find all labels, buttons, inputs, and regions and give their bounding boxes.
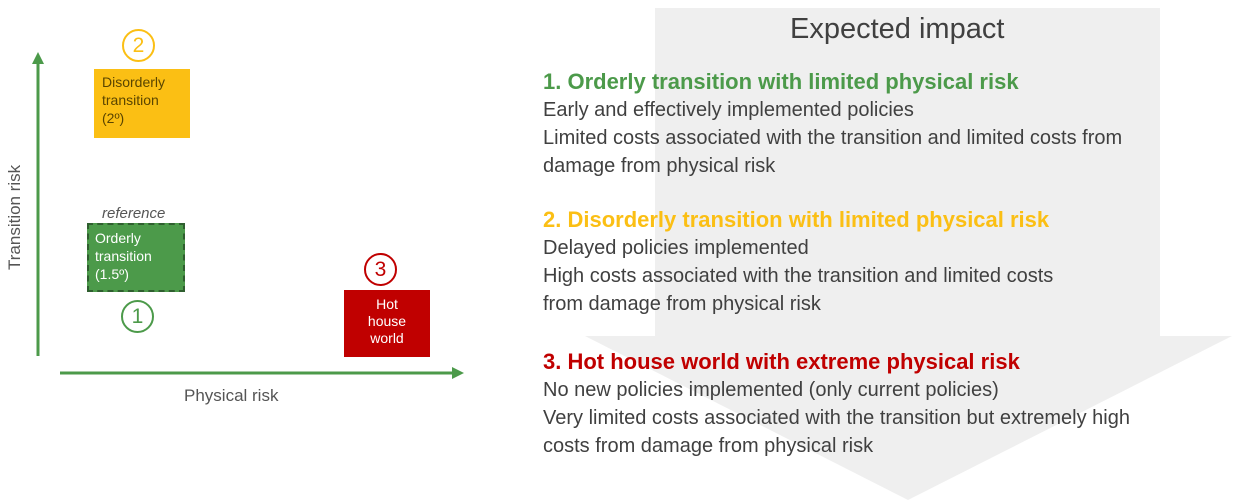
impact-item-line: from damage from physical risk — [543, 293, 821, 315]
impact-item-disorderly: 2. Disorderly transition with limited ph… — [543, 206, 1053, 318]
scenario-2-line: Disorderly — [102, 74, 166, 90]
impact-item-line: damage from physical risk — [543, 155, 776, 177]
scenario-1-line: transition — [95, 248, 152, 264]
y-axis-label: Transition risk — [5, 164, 24, 270]
scenario-1-box: Orderly transition (1.5º) — [87, 223, 185, 292]
x-axis-label: Physical risk — [184, 386, 279, 405]
scenario-3-number-badge: 3 — [364, 253, 397, 286]
expected-impact-title: Expected impact — [790, 13, 1005, 45]
impact-item-line: costs from damage from physical risk — [543, 435, 874, 457]
arrow-shape — [585, 8, 1232, 500]
scenario-2-number-badge: 2 — [122, 29, 155, 62]
impact-item-line: Delayed policies implemented — [543, 237, 809, 259]
scenario-1-line: (1.5º) — [95, 266, 129, 282]
impact-item-heading: 2. Disorderly transition with limited ph… — [543, 207, 1050, 232]
y-axis-arrowhead — [32, 52, 44, 64]
impact-item-line: Very limited costs associated with the t… — [543, 407, 1130, 429]
impact-item-line: Early and effectively implemented polici… — [543, 99, 914, 121]
impact-item-heading: 1. Orderly transition with limited physi… — [543, 69, 1019, 94]
impact-item-line: High costs associated with the transitio… — [543, 265, 1054, 287]
impact-item-hot-house: 3. Hot house world with extreme physical… — [543, 348, 1130, 460]
scenario-3-line: Hot — [376, 296, 398, 312]
scenario-3-line: world — [370, 330, 404, 346]
impact-item-heading: 3. Hot house world with extreme physical… — [543, 349, 1020, 374]
axes — [32, 52, 464, 379]
scenario-2-line: transition — [102, 92, 159, 108]
impact-item-line: No new policies implemented (only curren… — [543, 379, 999, 401]
scenario-diagram: Transition risk Physical risk 2 Disorder… — [0, 0, 520, 504]
impact-item-line: Limited costs associated with the transi… — [543, 127, 1123, 149]
scenario-1-line: Orderly — [95, 230, 141, 246]
reference-label: reference — [102, 205, 166, 222]
scenario-3-line: house — [367, 313, 407, 329]
scenario-3-box: Hot house world — [344, 290, 430, 357]
scenario-2-line: (2º) — [102, 110, 125, 126]
x-axis-arrowhead — [452, 367, 464, 379]
impact-item-orderly: 1. Orderly transition with limited physi… — [543, 68, 1122, 180]
scenario-1-number-badge: 1 — [121, 300, 154, 333]
scenario-2-box: Disorderly transition (2º) — [94, 69, 190, 138]
